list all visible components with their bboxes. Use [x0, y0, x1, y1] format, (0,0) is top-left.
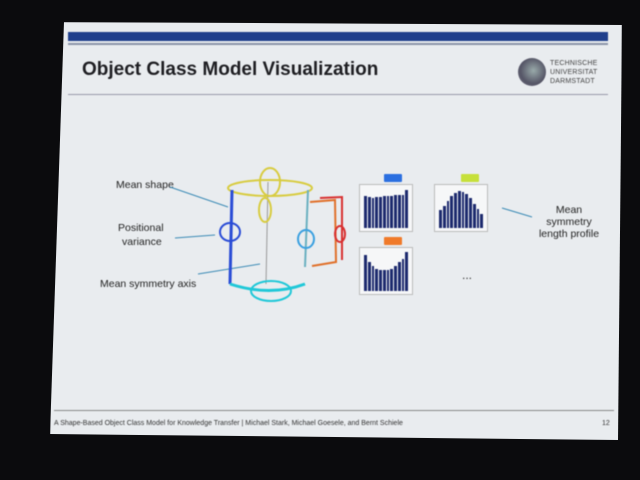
variance-ellipse [297, 229, 315, 249]
histogram-bar [454, 192, 457, 228]
histogram-bar [375, 197, 378, 228]
histogram-bar [367, 262, 371, 291]
hist-badge [384, 237, 402, 245]
handle-shape [309, 198, 338, 267]
logo-text: TECHNISCHE UNIVERSITAT DARMSTADT [550, 59, 598, 86]
histogram-bar [439, 210, 442, 228]
histogram-bar [405, 190, 408, 228]
histogram-bar [364, 196, 367, 228]
histogram-bar [394, 266, 397, 291]
label-line: symmetry [546, 216, 592, 228]
histogram-bar [442, 206, 446, 228]
variance-ellipse [259, 167, 281, 197]
histogram-bar [382, 270, 386, 291]
histogram-bar [461, 192, 465, 228]
label-mean-shape: Mean shape [116, 179, 174, 191]
histogram-bar [472, 204, 476, 228]
histogram-bar [397, 195, 401, 228]
slide-footer: A Shape-Based Object Class Model for Kno… [54, 420, 403, 427]
hist-badge [461, 174, 479, 182]
variance-ellipse [258, 197, 272, 223]
variance-ellipse [334, 225, 346, 243]
pointer-line [501, 207, 533, 218]
histogram-bar [382, 196, 386, 228]
label-length-profile: Mean symmetry length profile [534, 204, 604, 240]
histogram-bar [379, 269, 382, 291]
presentation-slide: Object Class Model Visualization TECHNIS… [50, 22, 622, 440]
histogram-bar [390, 195, 393, 228]
histogram-bar [375, 268, 378, 291]
label-variance: variance [122, 236, 162, 248]
header-divider [68, 43, 608, 45]
histogram-bar [401, 194, 405, 228]
histogram-bars [364, 251, 408, 291]
label-mean-symmetry-axis: Mean symmetry axis [100, 278, 197, 290]
more-ellipsis: ... [462, 268, 473, 282]
histogram-bar [394, 195, 397, 228]
title-divider [68, 94, 608, 95]
header-bar [68, 32, 608, 41]
variance-ellipse [250, 280, 292, 302]
histogram-bar [446, 200, 450, 228]
histogram-bar [371, 197, 375, 228]
histogram-bar [386, 269, 390, 291]
slide-title: Object Class Model Visualization [82, 59, 379, 80]
histogram-bar [465, 194, 468, 228]
logo-line: TECHNISCHE [550, 60, 598, 67]
university-logo: TECHNISCHE UNIVERSITAT DARMSTADT [518, 56, 608, 92]
histogram-bars [439, 188, 483, 228]
handle-shape [319, 195, 343, 260]
mean-shape-bottom [229, 282, 306, 292]
length-profile-histogram [359, 184, 413, 232]
length-profile-histogram [359, 247, 413, 295]
histogram-bar [457, 191, 461, 228]
histogram-bar [390, 268, 393, 291]
footer-divider [54, 410, 614, 411]
mean-shape-right [304, 189, 309, 268]
mean-shape-left [228, 189, 234, 285]
histogram-bar [469, 198, 472, 228]
histogram-bar [480, 214, 483, 228]
variance-ellipse [219, 222, 241, 242]
histogram-bar [450, 196, 453, 228]
mean-shape-top [227, 179, 313, 197]
label-positional: Positional [118, 222, 164, 234]
histogram-bar [401, 259, 405, 291]
pointer-line [174, 234, 216, 239]
histogram-bar [405, 251, 408, 291]
logo-line: DARMSTADT [550, 78, 595, 85]
histogram-bar [364, 255, 367, 291]
histogram-bar [476, 208, 480, 228]
page-number: 12 [602, 420, 610, 427]
length-profile-histogram [434, 184, 488, 232]
logo-line: UNIVERSITAT [550, 69, 598, 76]
histogram-bar [386, 196, 390, 228]
hist-badge [384, 174, 402, 182]
label-line: length profile [538, 228, 600, 240]
shape-model-figure [169, 167, 533, 302]
logo-emblem-icon [518, 58, 546, 86]
label-line: Mean [555, 204, 583, 216]
pointer-line [169, 186, 229, 208]
histogram-bar [367, 196, 371, 228]
histogram-bars [364, 188, 408, 228]
histogram-bar [379, 196, 382, 228]
histogram-bar [397, 262, 401, 291]
histogram-bar [371, 266, 375, 291]
